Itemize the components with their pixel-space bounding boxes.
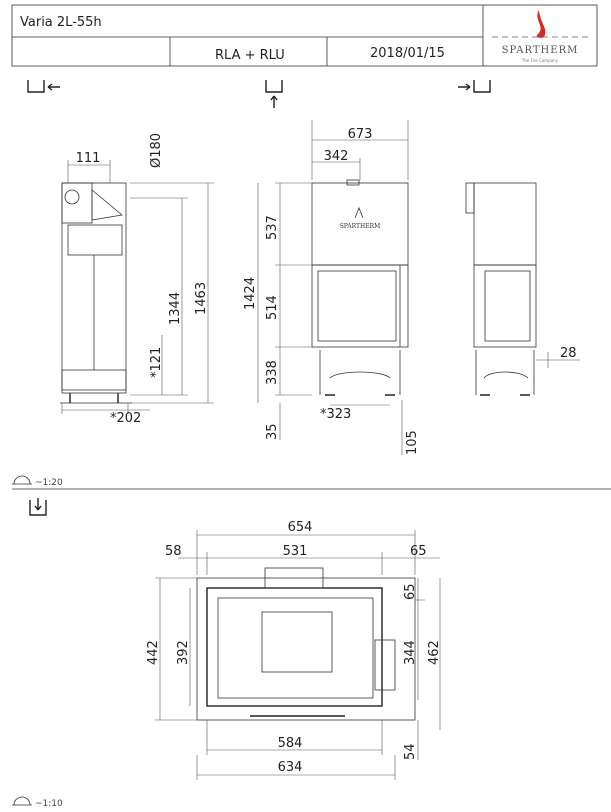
dim-323: *323 <box>320 407 351 422</box>
view-top-icon <box>29 498 47 516</box>
side-view-right: 28 <box>465 182 580 396</box>
spartherm-logo: SPARTHERM The Fire Company <box>492 10 590 63</box>
variant-label: RLA + RLU <box>215 48 285 63</box>
dim-673: 673 <box>348 127 373 142</box>
front-view: SPARTHERM 673 342 537 514 338 1424 35 *3… <box>243 120 420 455</box>
svg-text:~1:10: ~1:10 <box>35 799 63 809</box>
model-name: Varia 2L-55h <box>20 15 102 30</box>
dim-584: 584 <box>278 736 303 751</box>
dim-342: 342 <box>324 149 349 164</box>
dim-105: 105 <box>405 430 420 455</box>
dim-531: 531 <box>283 544 308 559</box>
dim-392: 392 <box>176 640 191 665</box>
side-view-left: 111 Ø180 1344 1463 *121 *202 <box>60 133 214 426</box>
dim-537: 537 <box>265 215 280 240</box>
dim-58: 58 <box>165 544 182 559</box>
dim-338: 338 <box>265 360 280 385</box>
dim-28: 28 <box>560 346 577 361</box>
title-block: Varia 2L-55h RLA + RLU 2018/01/15 SPARTH… <box>11 4 598 67</box>
dim-442: 442 <box>146 640 161 665</box>
view-front-icon <box>265 80 283 108</box>
dim-462: 462 <box>427 640 442 665</box>
scale-indicator-2: ~1:10 <box>12 796 63 809</box>
dim-1424: 1424 <box>243 277 258 310</box>
dim-65b: 65 <box>403 583 418 600</box>
dim-634: 634 <box>278 760 303 775</box>
dim-202: *202 <box>110 411 141 426</box>
dim-dia180: Ø180 <box>149 133 164 168</box>
view-right-icon <box>458 80 491 93</box>
svg-text:SPARTHERM: SPARTHERM <box>502 45 579 56</box>
dim-111: 111 <box>76 151 101 166</box>
dim-654: 654 <box>288 520 313 535</box>
dim-54: 54 <box>403 743 418 760</box>
dim-514: 514 <box>265 295 280 320</box>
dim-121: *121 <box>149 347 164 378</box>
front-logo: SPARTHERM <box>340 223 381 230</box>
dim-65a: 65 <box>410 544 427 559</box>
scale-indicator-1: ~1:20 <box>12 475 63 488</box>
dim-344: 344 <box>403 640 418 665</box>
dim-35: 35 <box>265 423 280 440</box>
view-left-icon <box>27 80 60 93</box>
dim-1463: 1463 <box>194 282 209 315</box>
svg-text:The Fire Company: The Fire Company <box>521 58 559 63</box>
date-label: 2018/01/15 <box>370 46 445 61</box>
svg-text:~1:20: ~1:20 <box>35 478 63 488</box>
plan-view: 654 58 531 65 65 344 462 442 392 584 54 … <box>146 520 442 780</box>
dim-1344: 1344 <box>168 292 183 325</box>
